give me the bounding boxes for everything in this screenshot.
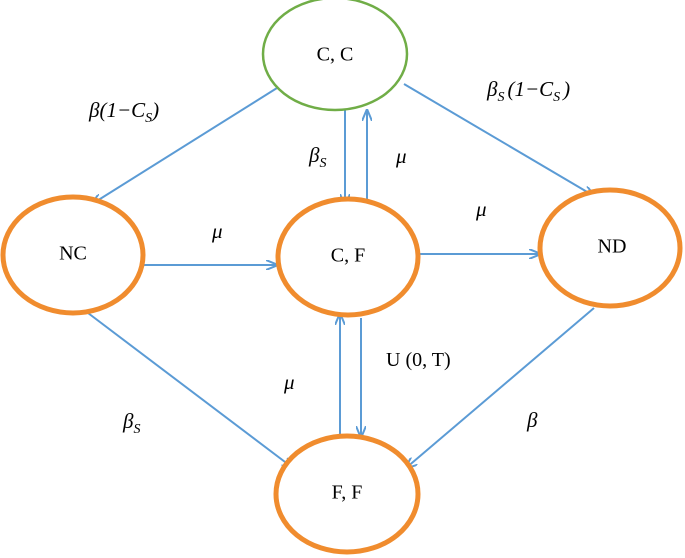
edge-label-cf-to-nd: μ [475,197,487,221]
edge-label-cf-to-cc: μ [395,144,407,168]
edge-label-nd-to-ff: β [526,408,538,432]
node-nd: ND [537,187,683,309]
node-nd-label: ND [598,236,627,258]
edge-label-ff-to-cf: μ [283,370,295,394]
node-cf-label: C, F [331,245,365,267]
edge-cc-to-nc [92,87,278,204]
edge-label-cf-to-ff: U (0, T) [386,349,451,371]
node-ff-label: F, F [332,482,363,504]
node-nc: NC [0,194,146,316]
edge-label-cc-to-nc: β(1−CS) [88,98,159,126]
node-cf: C, F [275,196,421,318]
edge-label-cc-to-nd: βS(1−CS) [486,77,570,105]
edge-label-nc-to-cf: μ [211,219,223,243]
edge-cc-to-nd [403,83,594,196]
node-cc-label: C, C [317,44,354,66]
edge-nc-to-ff [87,312,293,468]
edge-nd-to-ff [406,307,595,468]
edge-label-cc-to-cf: βS [308,143,326,171]
node-nc-label: NC [59,243,87,265]
node-ff: F, F [273,433,421,555]
edge-label-nc-to-ff: βS [122,409,140,437]
node-cc: C, C [261,0,409,112]
